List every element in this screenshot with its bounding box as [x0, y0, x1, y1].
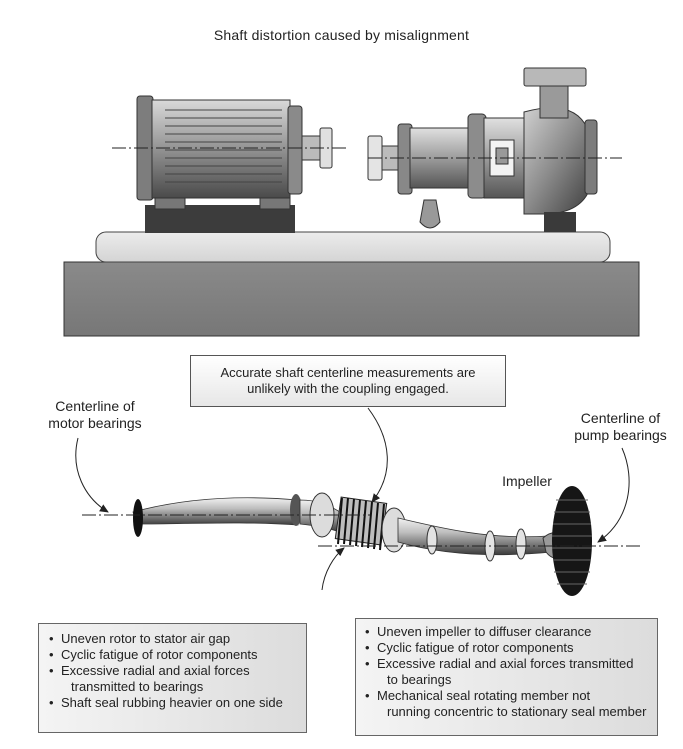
motor-effect-item: Uneven rotor to stator air gap — [49, 631, 300, 647]
motor-label-arrow — [75, 437, 109, 513]
callout-line-2: unlikely with the coupling engaged. — [247, 381, 449, 396]
pump — [367, 67, 598, 232]
foundation-block — [63, 261, 640, 337]
callout-arrow — [367, 407, 388, 503]
motor-effect-continuation: transmitted to bearings — [71, 679, 204, 694]
motor-effects-box: Uneven rotor to stator air gap Cyclic fa… — [38, 623, 307, 733]
motor — [136, 95, 333, 233]
callout-line-1: Accurate shaft centerline measurements a… — [220, 365, 476, 380]
motor-label-line-1: Centerline of — [55, 398, 135, 414]
impeller — [552, 486, 592, 596]
pump-effects-box: Uneven impeller to diffuser clearance Cy… — [355, 618, 658, 736]
pump-label-arrow — [597, 447, 630, 543]
motor-label-line-2: motor bearings — [48, 415, 142, 431]
motor-effect-item: Shaft seal rubbing heavier on one side — [49, 695, 300, 711]
diagram-title: Shaft distortion caused by misalignment — [213, 27, 470, 43]
pump-effect-item: Mechanical seal rotating member not — [365, 688, 653, 704]
impeller-label: Impeller — [502, 473, 552, 489]
coupling-callout: Accurate shaft centerline measurements a… — [190, 355, 506, 407]
baseplate — [95, 231, 611, 263]
coupling-arrow — [321, 547, 345, 591]
motor-effect-item: Cyclic fatigue of rotor components — [49, 647, 300, 663]
pump-effect-item: Uneven impeller to diffuser clearance — [365, 624, 653, 640]
motor-centerline-label: Centerline of motor bearings — [30, 398, 160, 432]
motor-effect-item: Excessive radial and axial forces — [49, 663, 300, 679]
pump-label-line-2: pump bearings — [574, 427, 667, 443]
pump-effect-continuation: to bearings — [387, 672, 452, 687]
pump-effect-continuation: running concentric to stationary seal me… — [387, 704, 647, 719]
pump-effect-item: Cyclic fatigue of rotor components — [365, 640, 653, 656]
pump-effect-item: Excessive radial and axial forces transm… — [365, 656, 653, 672]
pump-centerline-label: Centerline of pump bearings — [558, 410, 683, 444]
pump-label-line-1: Centerline of — [580, 410, 661, 426]
distorted-shaft — [132, 492, 567, 562]
